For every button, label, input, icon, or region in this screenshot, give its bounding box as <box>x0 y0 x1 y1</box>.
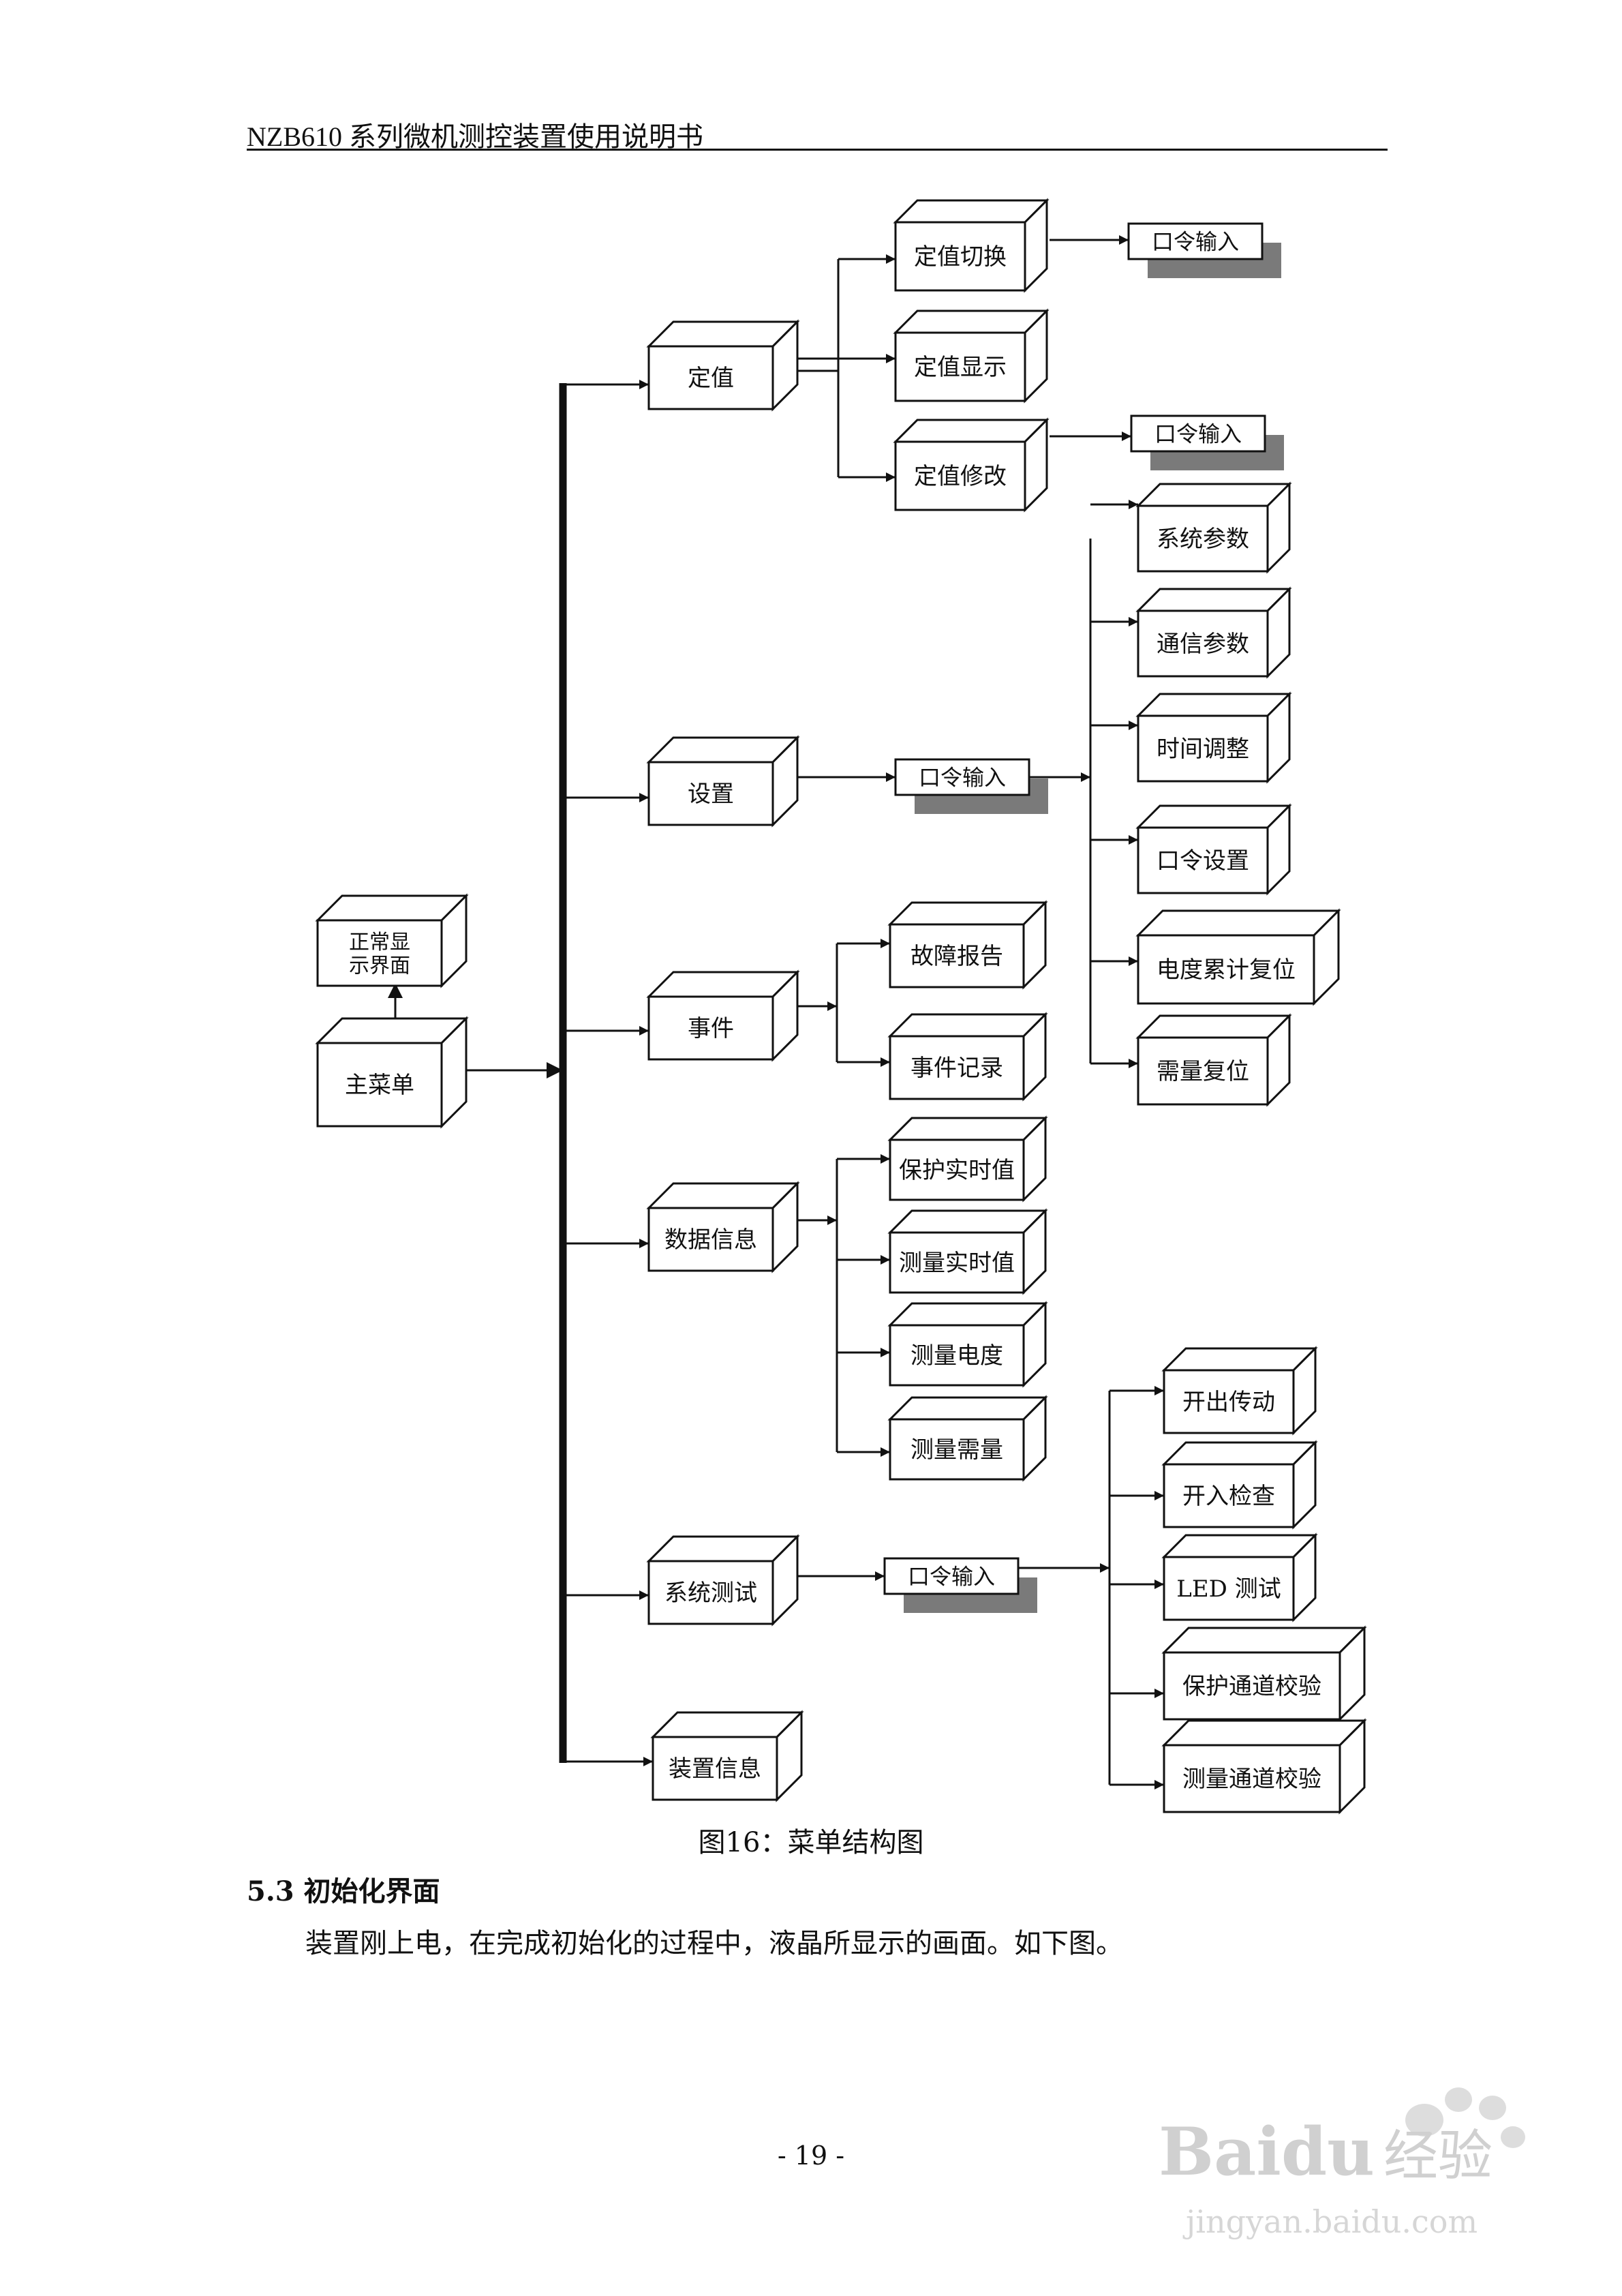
svg-text:经验: 经验 <box>1383 2124 1493 2188</box>
box-pw3 <box>894 758 1048 814</box>
label-main: 主菜单 <box>345 1072 414 1099</box>
label-meas_cal: 测量通道校验 <box>1182 1766 1321 1793</box>
label-sys_test: 系统测试 <box>664 1580 757 1607</box>
label-dz_show: 定值显示 <box>914 354 1007 381</box>
label-prot_cal: 保护通道校验 <box>1182 1673 1321 1700</box>
box-prot_rt <box>887 1115 1048 1203</box>
label-dingzhi: 定值 <box>688 365 734 392</box>
box-shijian <box>646 969 800 1062</box>
section-number: 5.3 <box>247 1875 294 1907</box>
box-time_adj <box>1135 691 1292 784</box>
box-led_test <box>1161 1532 1318 1622</box>
label-time_adj: 时间调整 <box>1157 736 1249 763</box>
header-rule <box>247 149 1388 151</box>
box-pw1 <box>1127 222 1281 278</box>
box-dz_switch <box>893 198 1050 293</box>
box-dingzhi <box>646 319 800 412</box>
label-do_test: 开出传动 <box>1182 1389 1275 1416</box>
label-pw4: 口令输入 <box>908 1564 995 1590</box>
connector-lines <box>388 235 1164 1789</box>
label-data_info: 数据信息 <box>664 1226 757 1254</box>
label-dev_info: 装置信息 <box>669 1755 761 1783</box>
label-di_check: 开入检查 <box>1182 1483 1275 1510</box>
label-demand_reset: 需量复位 <box>1157 1058 1249 1085</box>
label-shezhi: 设置 <box>688 781 734 808</box>
label-comm_param: 通信参数 <box>1157 631 1249 658</box>
box-shezhi <box>646 735 800 828</box>
figure-caption: 图16：菜单结构图 <box>698 1827 924 1858</box>
box-comm_param <box>1135 586 1292 679</box>
box-di_check <box>1161 1440 1318 1530</box>
svg-text:Bai: Bai <box>1159 2113 1281 2190</box>
box-normal <box>315 893 469 988</box>
dz-branch-up <box>797 259 840 372</box>
box-meas_demand <box>887 1395 1048 1482</box>
box-sys_param <box>1135 481 1292 574</box>
label-energy_reset: 电度累计复位 <box>1157 956 1296 984</box>
box-pw4 <box>883 1557 1037 1613</box>
box-meas_rt <box>887 1208 1048 1295</box>
label-meas_rt: 测量实时值 <box>899 1250 1015 1277</box>
running-header: NZB610 系列微机测控装置使用说明书 <box>247 121 703 152</box>
baidu-watermark: Bai du 经验 jingyan.baidu.com <box>1159 2087 1525 2240</box>
box-main <box>315 1016 469 1129</box>
label-sys_param: 系统参数 <box>1157 526 1249 553</box>
box-meas_cal <box>1161 1718 1367 1815</box>
body-paragraph: 装置刚上电，在完成初始化的过程中，液晶所显示的画面。如下图。 <box>305 1928 1123 1959</box>
box-prot_cal <box>1161 1625 1367 1722</box>
label-normal: 正常显示界面 <box>349 931 410 978</box>
label-dz_switch: 定值切换 <box>914 243 1007 271</box>
label-prot_rt: 保护实时值 <box>899 1157 1015 1184</box>
box-pw_set <box>1135 803 1292 896</box>
label-event_record: 事件记录 <box>911 1055 1003 1082</box>
box-sys_test <box>646 1534 800 1627</box>
box-dz_modify <box>893 417 1050 513</box>
label-led_test: LED 测试 <box>1176 1575 1281 1603</box>
label-pw1: 口令输入 <box>1152 229 1239 255</box>
label-meas_demand: 测量需量 <box>911 1436 1003 1464</box>
diagram-boxes: 正常显示界面主菜单定值设置事件数据信息系统测试装置信息定值切换定值显示定值修改口… <box>315 198 1367 1815</box>
box-data_info <box>646 1181 800 1273</box>
label-dz_modify: 定值修改 <box>914 463 1007 490</box>
label-pw_set: 口令设置 <box>1157 847 1249 875</box>
section-title: 初始化界面 <box>303 1875 440 1907</box>
svg-text:du: du <box>1281 2113 1375 2190</box>
label-shijian: 事件 <box>688 1015 734 1042</box>
watermark-url: jingyan.baidu.com <box>1182 2203 1478 2240</box>
box-dev_info <box>650 1710 804 1802</box>
label-fault_report: 故障报告 <box>911 943 1003 970</box>
section-heading: 5.3 初始化界面 <box>247 1869 440 1909</box>
box-dz_show <box>893 308 1050 404</box>
box-event_record <box>887 1012 1048 1102</box>
box-meas_energy <box>887 1301 1048 1388</box>
page-number: - 19 - <box>777 2141 845 2171</box>
label-meas_energy: 测量电度 <box>911 1342 1003 1370</box>
label-pw3: 口令输入 <box>919 765 1006 791</box>
box-pw2 <box>1130 414 1284 470</box>
box-demand_reset <box>1135 1013 1292 1107</box>
box-energy_reset <box>1135 908 1341 1006</box>
label-pw2: 口令输入 <box>1154 421 1242 447</box>
box-do_test <box>1161 1346 1318 1436</box>
box-fault_report <box>887 900 1048 990</box>
